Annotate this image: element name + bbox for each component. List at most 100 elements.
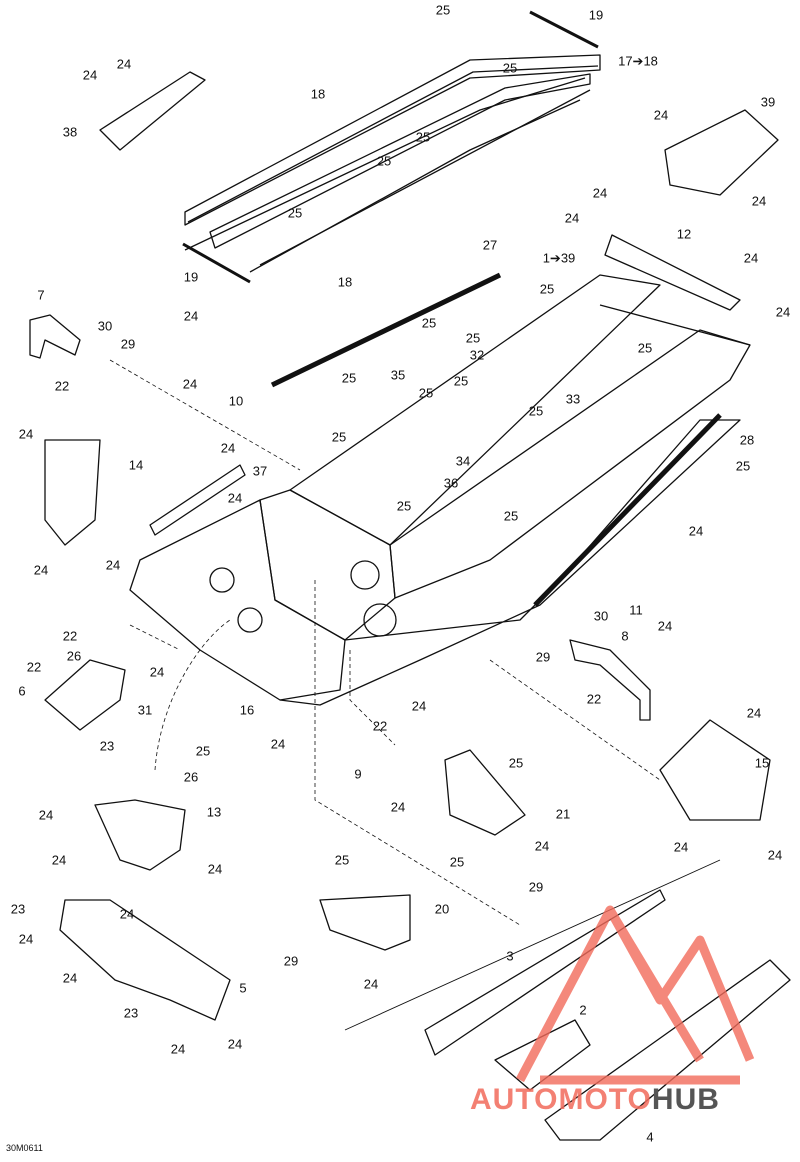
- callout-24: 24: [688, 523, 704, 539]
- callout-25: 25: [331, 429, 347, 445]
- callout-25: 25: [415, 129, 431, 145]
- callout-24: 24: [33, 562, 49, 578]
- callout-24: 24: [38, 807, 54, 823]
- callout-25: 25: [287, 205, 303, 221]
- callout-24: 24: [18, 931, 34, 947]
- strip-27: [270, 272, 502, 388]
- plate-left-24: [44, 439, 101, 546]
- callout-24: 24: [82, 67, 98, 83]
- callout-11: 11: [629, 602, 643, 618]
- callout-25: 25: [195, 743, 211, 759]
- callout-29-left: 29: [120, 336, 136, 352]
- callout-24: 24: [116, 56, 132, 72]
- callout-29: 29: [528, 879, 544, 895]
- callout-24: 24: [775, 304, 791, 320]
- callout-39: 39: [760, 94, 776, 110]
- callout-24: 24: [207, 861, 223, 877]
- callout-7: 7: [37, 287, 45, 303]
- handle-8: [569, 639, 651, 721]
- callout-24: 24: [220, 440, 236, 456]
- callout-24: 24: [673, 839, 689, 855]
- callout-28: 28: [739, 432, 755, 448]
- callout-25: 25: [449, 854, 465, 870]
- watermark-logo: [516, 905, 755, 1085]
- callout-26: 26: [183, 769, 199, 785]
- callout-24: 24: [149, 664, 165, 680]
- callout-13: 13: [206, 804, 222, 820]
- callout-25: 25: [735, 458, 751, 474]
- callout-27: 27: [482, 237, 498, 253]
- callout-25: 25: [465, 330, 481, 346]
- callout-22: 22: [26, 659, 42, 675]
- callout-24: 24: [767, 847, 783, 863]
- callout-24: 24: [119, 906, 135, 922]
- callout-5: 5: [239, 980, 247, 996]
- callout-25: 25: [435, 2, 451, 18]
- callout-25: 25: [453, 373, 469, 389]
- callout-24: 24: [227, 1036, 243, 1052]
- callout-24: 24: [363, 976, 379, 992]
- callout-37: 37: [252, 463, 268, 479]
- callout-24: 24: [183, 308, 199, 324]
- callout-32: 32: [469, 347, 485, 363]
- callout-25: 25: [376, 153, 392, 169]
- callout-12: 12: [676, 226, 692, 242]
- callout-38: 38: [62, 124, 78, 140]
- callout-22: 22: [372, 718, 388, 734]
- callout-30-right: 30: [593, 608, 609, 624]
- callout-24: 24: [411, 698, 427, 714]
- callout-2: 2: [579, 1002, 587, 1018]
- callout-36: 36: [443, 475, 459, 491]
- callout-6: 6: [18, 683, 26, 699]
- boundary-line: [344, 859, 721, 1031]
- callout-25: 25: [341, 370, 357, 386]
- bar-14: [149, 464, 246, 536]
- rail-3: [424, 889, 666, 1056]
- callout-4: 4: [646, 1129, 654, 1145]
- callout-18-bottom: 18: [337, 274, 353, 290]
- slide-rail-group: [182, 10, 601, 284]
- callout-24: 24: [751, 193, 767, 209]
- handle-7: [29, 314, 81, 359]
- callout-24: 24: [390, 799, 406, 815]
- callout-34: 34: [455, 453, 471, 469]
- plate-15: [659, 719, 771, 821]
- callout-8: 8: [621, 628, 629, 644]
- callout-24: 24: [657, 618, 673, 634]
- callout-22: 22: [586, 691, 602, 707]
- watermark-text: AUTOMOTOHUB: [470, 1083, 720, 1117]
- callout-33: 33: [565, 391, 581, 407]
- callout-24: 24: [743, 250, 759, 266]
- callout-25: 25: [502, 60, 518, 76]
- callout-20: 20: [434, 901, 450, 917]
- callout-25: 25: [528, 403, 544, 419]
- callout-24: 24: [592, 185, 608, 201]
- callout-9: 9: [354, 766, 362, 782]
- callout-19-bottom: 19: [183, 269, 199, 285]
- bracket-38: [99, 71, 206, 151]
- watermark-word-1: AUTOMOTO: [470, 1083, 652, 1116]
- bracket-13: [94, 799, 186, 871]
- callout-25: 25: [418, 385, 434, 401]
- bracket-6: [44, 659, 126, 731]
- strip-28: [533, 413, 722, 607]
- leader-lines: [109, 359, 661, 926]
- callout-24: 24: [653, 107, 669, 123]
- callout-22: 22: [54, 378, 70, 394]
- callout-29: 29: [283, 953, 299, 969]
- callout-24: 24: [270, 736, 286, 752]
- callout-23: 23: [123, 1005, 139, 1021]
- callout-24: 24: [534, 838, 550, 854]
- callout-25: 25: [396, 498, 412, 514]
- callout-24: 24: [746, 705, 762, 721]
- callout-1-39: 1➔39: [542, 250, 576, 266]
- callout-18-top: 18: [310, 86, 326, 102]
- callout-15: 15: [754, 755, 770, 771]
- plate-12: [604, 234, 741, 311]
- watermark-word-2: HUB: [651, 1083, 720, 1116]
- callout-22: 22: [62, 628, 78, 644]
- callout-30-left: 30: [97, 318, 113, 334]
- callout-25: 25: [508, 755, 524, 771]
- bracket-39: [664, 109, 779, 196]
- callout-21: 21: [555, 806, 571, 822]
